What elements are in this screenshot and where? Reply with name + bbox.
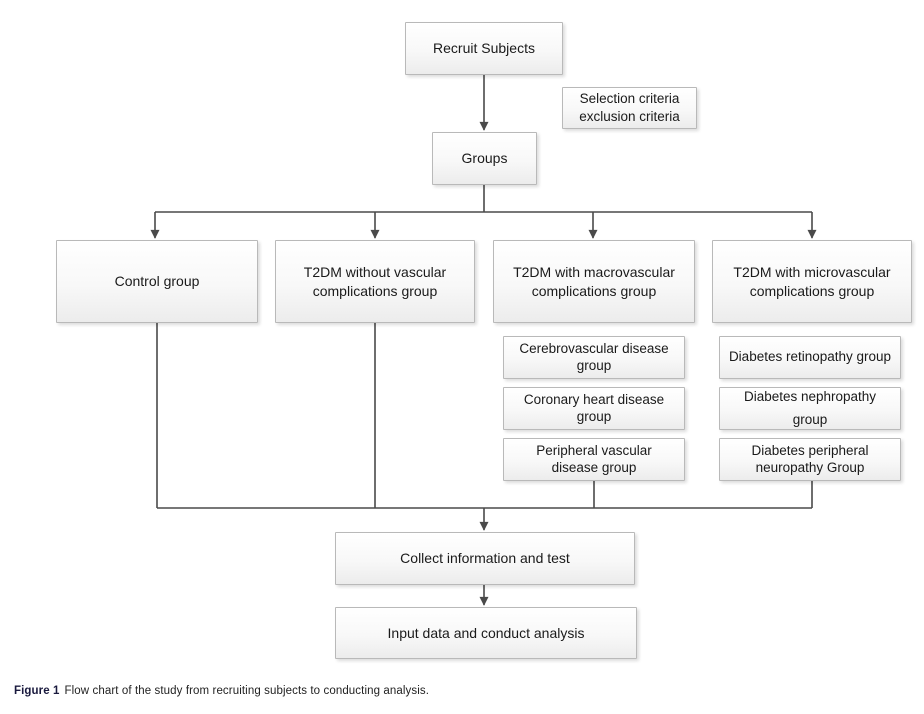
node-selection-exclusion-criteria: Selection criteria exclusion criteria <box>562 87 697 129</box>
node-input-data-and-conduct-analysis: Input data and conduct analysis <box>335 607 637 659</box>
node-groups: Groups <box>432 132 537 185</box>
node-collect-information-and-test: Collect information and test <box>335 532 635 585</box>
node-t2dm-microvascular-complications: T2DM with microvascular complications gr… <box>712 240 912 323</box>
node-t2dm-macrovascular-complications: T2DM with macrovascular complications gr… <box>493 240 695 323</box>
node-diabetes-retinopathy-group: Diabetes retinopathy group <box>719 336 901 379</box>
node-control-group: Control group <box>56 240 258 323</box>
node-diabetes-nephropathy-group: Diabetes nephropathy group <box>719 387 901 430</box>
node-coronary-heart-disease-group: Coronary heart disease group <box>503 387 685 430</box>
node-cerebrovascular-disease-group: Cerebrovascular disease group <box>503 336 685 379</box>
figure-caption-label: Figure 1 <box>14 685 60 697</box>
figure-caption-text: Flow chart of the study from recruiting … <box>64 685 430 697</box>
node-t2dm-without-vascular-complications: T2DM without vascular complications grou… <box>275 240 475 323</box>
figure-caption: Figure 1 Flow chart of the study from rec… <box>14 685 429 697</box>
node-peripheral-vascular-disease-group: Peripheral vascular disease group <box>503 438 685 481</box>
node-recruit-subjects: Recruit Subjects <box>405 22 563 75</box>
node-diabetes-peripheral-neuropathy-group: Diabetes peripheral neuropathy Group <box>719 438 901 481</box>
